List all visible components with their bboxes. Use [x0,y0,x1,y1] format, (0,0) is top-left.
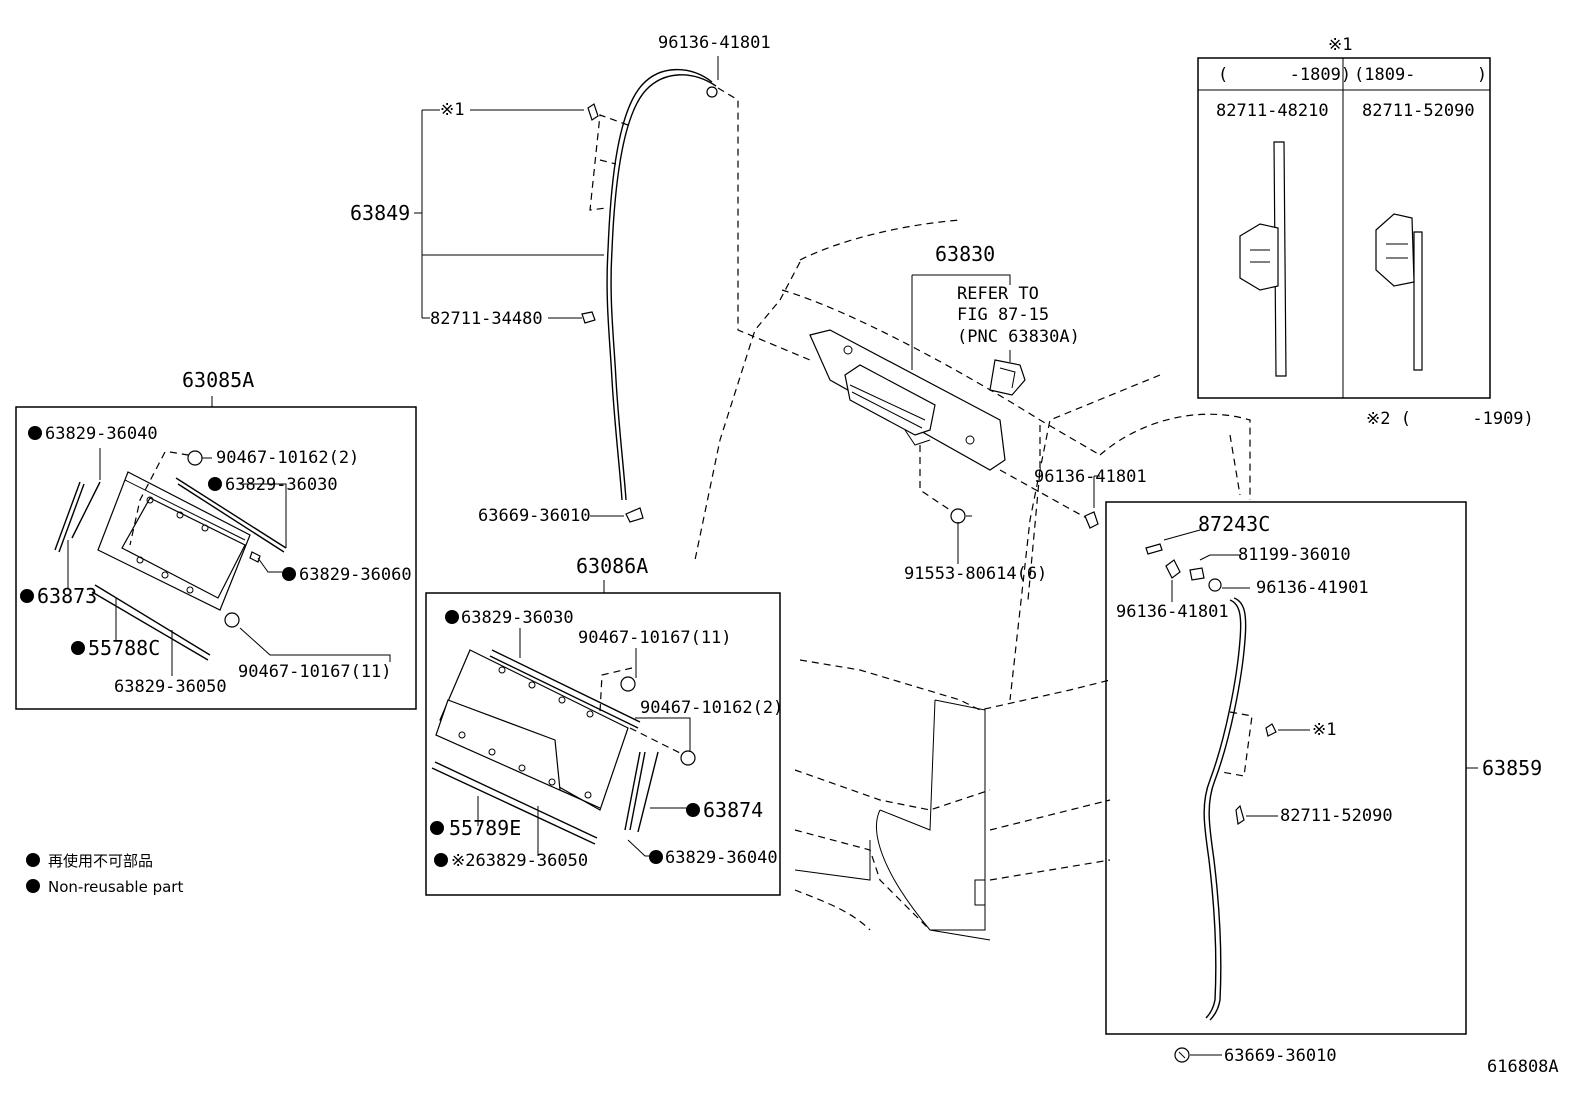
note-table-col2-part[interactable]: 82711-52090 [1362,101,1475,121]
vehicle-body-outline [694,219,1251,941]
high-mount-stop-lamp [809,329,1026,471]
refer-line1: REFER TO [957,284,1039,304]
callout-note1-top: ※1 [440,100,464,120]
center-clips [950,508,1099,529]
legend-text-en: Non-reusable part [48,878,183,896]
figure-id: 616808A [1487,1057,1559,1077]
callout-90467-10162-a[interactable]: 90467-10162(2) [216,448,359,468]
callout-63873[interactable]: 63873 [37,584,97,608]
callout-81199-36010[interactable]: 81199-36010 [1238,545,1351,565]
callout-63085A[interactable]: 63085A [182,368,254,392]
note-table-header: ※1 [1328,35,1352,55]
legend-bullet [26,879,40,893]
callout-note1-right: ※1 [1312,720,1336,740]
callout-63829-36040-b[interactable]: 63829-36040 [665,848,778,868]
callout-55789E[interactable]: 55789E [449,816,521,840]
callout-63829-36050-b[interactable]: ※263829-36050 [451,851,588,871]
callout-90467-10167-a[interactable]: 90467-10167(11) [238,662,392,682]
callout-96136-41801-r[interactable]: 96136-41801 [1116,602,1229,622]
note-table-col2-range: (1809- ) [1354,65,1487,85]
callout-63829-36060[interactable]: 63829-36060 [299,565,412,585]
note-table [1197,57,1491,399]
callout-labels: 96136-41801 ※1 63849 82711-34480 63669-3… [37,33,1559,1077]
note-table-col1-part[interactable]: 82711-48210 [1216,101,1329,121]
callout-90467-10162-b[interactable]: 90467-10162(2) [640,698,783,718]
callout-87243C[interactable]: 87243C [1198,512,1270,536]
callout-96136-41901[interactable]: 96136-41901 [1256,578,1369,598]
callout-96136-41801-top[interactable]: 96136-41801 [658,33,771,53]
callout-82711-34480[interactable]: 82711-34480 [430,309,543,329]
callout-82711-52090[interactable]: 82711-52090 [1280,806,1393,826]
note-table-col1-range: ( -1809) [1218,65,1351,85]
callout-63859[interactable]: 63859 [1482,756,1542,780]
kit-box-63085A [15,406,417,710]
kit-box-63086A [425,592,781,896]
garnish-panel-63086A [431,649,696,845]
legend-bullet [26,853,40,867]
washer-hose-lower [1145,543,1277,1063]
refer-line2: FIG 87-15 [957,305,1049,325]
note-table-footnote: ※2 ( -1909) [1366,409,1534,429]
non-reusable-markers [20,426,700,867]
callout-63669-36010-top[interactable]: 63669-36010 [478,506,591,526]
callout-91553-80614[interactable]: 91553-80614(6) [904,564,1047,584]
callout-90467-10167-b[interactable]: 90467-10167(11) [578,628,732,648]
callout-63829-36030-b[interactable]: 63829-36030 [461,608,574,628]
washer-hose-upper [581,68,718,523]
callout-63829-36030-a[interactable]: 63829-36030 [225,475,338,495]
callout-63669-36010-bottom[interactable]: 63669-36010 [1224,1046,1337,1066]
callout-63849[interactable]: 63849 [350,201,410,225]
callout-63829-36050-a[interactable]: 63829-36050 [114,677,227,697]
legend-text-jp: 再使用不可部品 [48,852,153,870]
callout-96136-41801-mid[interactable]: 96136-41801 [1034,467,1147,487]
callout-63874[interactable]: 63874 [703,798,763,822]
callout-63830[interactable]: 63830 [935,242,995,266]
garnish-panel-63085A [54,450,287,661]
legend [26,853,40,893]
refer-line3[interactable]: (PNC 63830A) [957,327,1080,347]
callout-63829-36040-a[interactable]: 63829-36040 [45,424,158,444]
callout-63086A[interactable]: 63086A [576,554,648,578]
callout-55788C[interactable]: 55788C [88,636,160,660]
